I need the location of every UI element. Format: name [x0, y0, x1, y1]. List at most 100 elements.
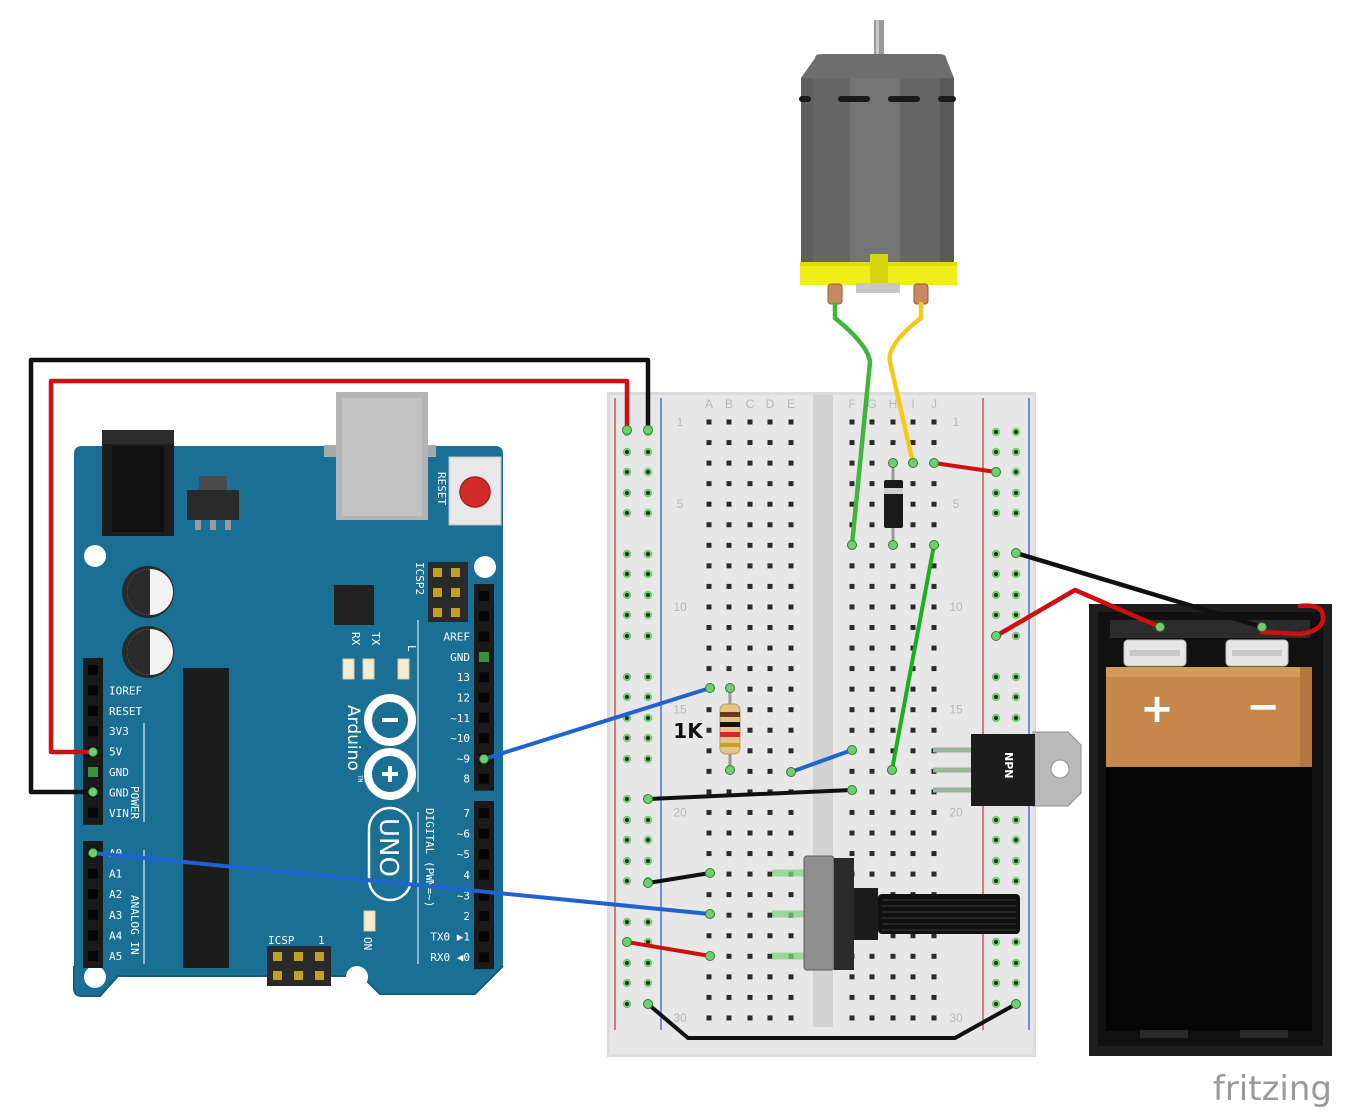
header-socket — [479, 672, 489, 683]
breadboard-hole — [726, 851, 732, 857]
pin-label: 5V — [109, 746, 123, 759]
breadboard-hole — [931, 686, 937, 692]
row-number-right: 10 — [949, 600, 963, 614]
wire-endpoint — [479, 754, 489, 764]
breadboard-hole — [869, 727, 875, 733]
breadboard-rail-hole-center — [994, 838, 998, 842]
breadboard-rail-hole-center — [994, 859, 998, 863]
breadboard-hole — [726, 604, 732, 610]
breadboard-hole — [788, 522, 794, 528]
breadboard-rail-hole-center — [1014, 430, 1018, 434]
breadboard-rail-hole-center — [994, 818, 998, 822]
pin-label: A1 — [109, 868, 122, 881]
wire-battery-clip — [1259, 603, 1326, 637]
header-socket — [479, 591, 489, 601]
breadboard-hole — [849, 583, 855, 589]
breadboard-rail-hole-center — [646, 491, 650, 495]
breadboard-hole — [726, 440, 732, 446]
breadboard-hole — [788, 481, 794, 487]
breadboard-rail-hole-center — [646, 572, 650, 576]
pin-label: ~5 — [457, 848, 470, 861]
breadboard-rail-hole-center — [646, 613, 650, 617]
breadboard-hole — [747, 912, 753, 918]
wire-endpoint — [786, 767, 796, 777]
breadboard-hole — [869, 994, 875, 1000]
breadboard-hole — [767, 583, 773, 589]
wire-endpoint — [705, 868, 715, 878]
breadboard-hole — [767, 809, 773, 815]
breadboard-rail-hole-center — [994, 940, 998, 944]
breadboard-hole — [767, 522, 773, 528]
wire-endpoint — [929, 458, 939, 468]
breadboard-rail-hole-center — [646, 920, 650, 924]
breadboard-hole — [788, 460, 794, 466]
breadboard-hole — [849, 604, 855, 610]
breadboard-rail-hole-center — [994, 1002, 998, 1006]
wire-pot-gnd — [646, 871, 712, 885]
breadboard-rail-hole-center — [1014, 593, 1018, 597]
breadboard-hole — [890, 666, 896, 672]
breadboard-hole — [726, 481, 732, 487]
pin-label: RX0 ◀0 — [430, 951, 470, 964]
breadboard-hole — [788, 645, 794, 651]
breadboard-rail-hole-center — [646, 940, 650, 944]
breadboard-hole — [869, 707, 875, 713]
breadboard-hole — [910, 1015, 916, 1021]
l-label: L — [405, 645, 418, 652]
breadboard-hole — [767, 666, 773, 672]
npn-label: NPN — [1002, 752, 1015, 778]
breadboard-hole — [890, 727, 896, 733]
resistor-value-label: 1K — [673, 719, 704, 743]
breadboard-hole — [931, 851, 937, 857]
header-socket — [88, 685, 98, 696]
breadboard-rail-hole-center — [625, 859, 629, 863]
breadboard-hole — [788, 974, 794, 980]
wire-pin9 — [482, 686, 712, 761]
header-socket — [88, 665, 98, 675]
breadboard-rail-hole-center — [1014, 716, 1018, 720]
breadboard-rail-hole-center — [646, 675, 650, 679]
breadboard-hole — [890, 440, 896, 446]
breadboard-hole — [931, 1015, 937, 1021]
breadboard-hole — [706, 419, 712, 425]
pin-label: 7 — [463, 807, 470, 820]
breadboard-hole — [747, 604, 753, 610]
breadboard-rail-hole-center — [646, 838, 650, 842]
wire-endpoint — [908, 458, 918, 468]
column-letter: J — [931, 397, 937, 411]
breadboard-rail-hole-center — [625, 552, 629, 556]
breadboard-hole — [869, 830, 875, 836]
breadboard-hole — [726, 563, 732, 569]
breadboard-hole — [910, 604, 916, 610]
breadboard-hole — [849, 625, 855, 630]
breadboard-rail-hole-center — [1014, 675, 1018, 679]
breadboard-hole — [747, 892, 753, 898]
breadboard-hole — [890, 419, 896, 425]
breadboard-rail-hole-center — [1014, 695, 1018, 699]
analog-group-label: ANALOG IN — [128, 895, 141, 955]
header-socket — [479, 890, 489, 901]
9v-battery: + − — [1089, 604, 1332, 1056]
breadboard-hole — [726, 789, 732, 795]
breadboard-hole — [931, 583, 937, 589]
breadboard-hole — [747, 974, 753, 980]
column-letter: E — [787, 397, 795, 411]
breadboard-hole — [931, 871, 937, 877]
breadboard-hole — [931, 994, 937, 1000]
breadboard-rail-hole-center — [625, 838, 629, 842]
breadboard-hole — [726, 830, 732, 836]
breadboard-hole — [849, 460, 855, 466]
wire-endpoint — [1011, 999, 1021, 1009]
breadboard-hole — [910, 933, 916, 939]
breadboard-hole — [910, 994, 916, 1000]
breadboard-hole — [747, 953, 753, 959]
wire-endpoint — [643, 878, 653, 888]
breadboard-hole — [747, 933, 753, 939]
breadboard-rail-hole-center — [625, 572, 629, 576]
column-letter: I — [911, 397, 914, 411]
breadboard-hole — [931, 809, 937, 815]
breadboard-hole — [788, 604, 794, 610]
breadboard-rail-hole-center — [994, 675, 998, 679]
pin-label: ~9 — [457, 752, 470, 765]
pin-label: GND — [109, 766, 129, 779]
